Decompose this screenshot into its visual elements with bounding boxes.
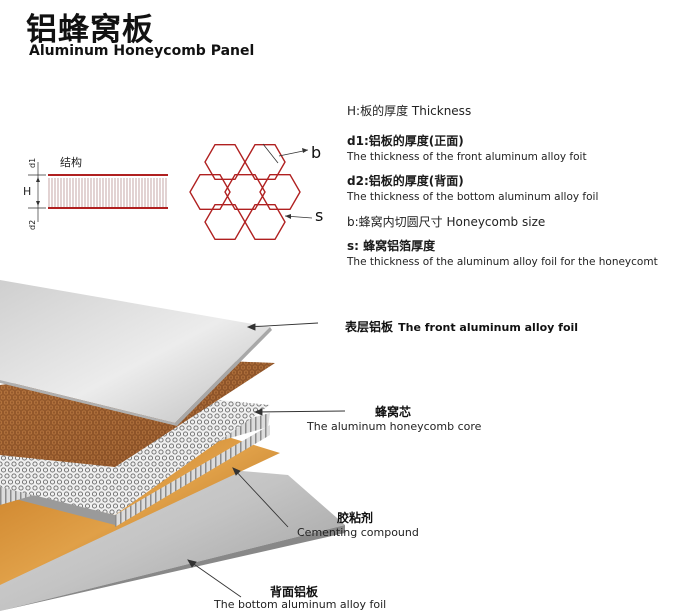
- leader-glue-arrow: [232, 467, 241, 476]
- hex-label-s: s: [315, 206, 323, 225]
- leader-front: [247, 322, 319, 328]
- front-plate-bottom-edge: [0, 380, 177, 426]
- structure-cross-section: H d1 d2 结构: [23, 155, 168, 230]
- label-d2: d2: [28, 220, 37, 230]
- callout-core-cn: 蜂窝芯: [375, 405, 412, 419]
- callout-front: 表层铝板 The front aluminum alloy foil: [345, 316, 578, 335]
- structure-label: 结构: [60, 155, 82, 169]
- leader-back: [187, 559, 242, 598]
- leader-glue: [232, 467, 289, 528]
- s-arrow: [285, 214, 291, 219]
- leader-core: [254, 410, 346, 413]
- b-dimension-line: [262, 143, 279, 164]
- label-H: H: [23, 185, 31, 198]
- callout-front-cn: 表层铝板: [345, 320, 394, 334]
- label-d1: d1: [28, 158, 37, 168]
- hexagon-cell: [204, 203, 246, 241]
- legend-d2-title: d2:铝板的厚度(背面): [347, 174, 464, 188]
- legend-d2-sub: The thickness of the bottom aluminum all…: [347, 191, 599, 203]
- layer-back-plate-edge: [0, 525, 345, 611]
- hexagon-cell: [244, 143, 286, 180]
- legend-s-title: s: 蜂窝铝箔厚度: [347, 239, 436, 253]
- honeycomb-core-section: [48, 178, 168, 208]
- legend-d1-sub: The thickness of the front aluminum allo…: [347, 151, 587, 163]
- core-front-walls: [115, 425, 270, 527]
- hexagon-cell: [259, 174, 301, 211]
- exploded-panel-illustration: [0, 280, 345, 611]
- legend-b: b:蜂窝内切圆尺寸 Honeycomb size: [347, 215, 546, 229]
- layer-front-plate-edge: [175, 327, 272, 426]
- honeycomb-hex-diagram: b s: [189, 143, 323, 241]
- callout-front-en: The front aluminum alloy foil: [398, 321, 579, 334]
- callout-back-cn: 背面铝板: [270, 585, 319, 599]
- title-english: Aluminum Honeycomb Panel: [29, 43, 255, 59]
- callout-glue-cn: 胶粘剂: [337, 511, 374, 525]
- callout-core-en: The aluminum honeycomb core: [307, 420, 482, 433]
- legend-s-sub: The thickness of the aluminum alloy foil…: [347, 256, 658, 268]
- legend-d1-title: d1:铝板的厚度(正面): [347, 134, 464, 148]
- dim-arrow-up: [36, 177, 40, 182]
- leader-back-arrow: [187, 559, 197, 568]
- layer-front-plate: [0, 280, 270, 423]
- hexagon-cell: [204, 143, 246, 180]
- hex-label-b: b: [311, 143, 321, 162]
- b-arrow: [302, 148, 308, 153]
- dim-arrow-down: [36, 201, 40, 206]
- hexagon-cell: [189, 174, 231, 211]
- hexagon-cell: [224, 174, 266, 211]
- legend-H: H:板的厚度 Thickness: [347, 104, 472, 118]
- leader-front-arrow: [246, 323, 256, 331]
- title-chinese: 铝蜂窝板: [26, 12, 154, 48]
- hexagon-cell: [244, 203, 286, 241]
- callout-back-en: The bottom aluminum alloy foil: [214, 598, 387, 611]
- leader-core-arrow: [253, 408, 263, 416]
- callout-glue-en: Cementing compound: [297, 526, 419, 539]
